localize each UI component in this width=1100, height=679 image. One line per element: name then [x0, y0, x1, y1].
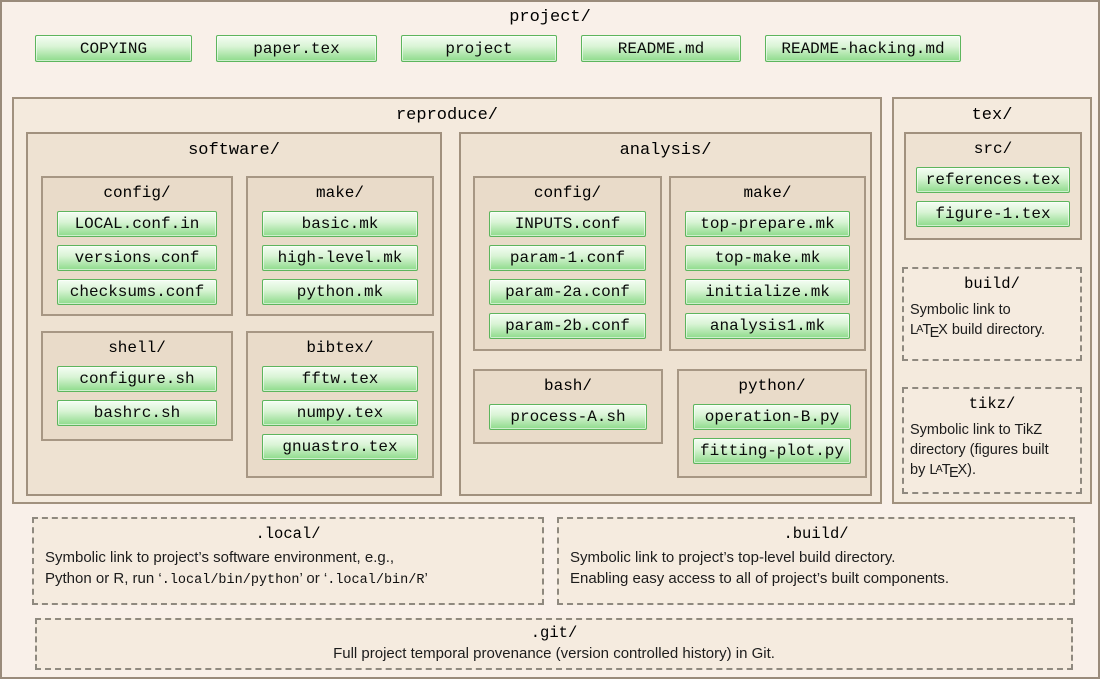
dir-software-shell: shell/ configure.sh bashrc.sh — [41, 331, 233, 441]
file-box: fitting-plot.py — [693, 438, 851, 464]
tex-box: tex/ src/ references.tex figure-1.tex bui… — [892, 97, 1092, 504]
latex-logo: LATEX — [929, 462, 968, 482]
analysis-title: analysis/ — [619, 141, 712, 160]
dir-software-config: config/ LOCAL.conf.in versions.conf checks… — [41, 176, 233, 316]
software-title: software/ — [188, 141, 280, 160]
note-line: by LATEX). — [910, 462, 977, 482]
file-box: param-2b.conf — [489, 313, 646, 339]
tikz-box: tikz/ Symbolic link to TikZ directory (fi… — [902, 387, 1082, 494]
note-line: Python or R, run ‘.local/bin/python’ or … — [45, 569, 428, 588]
dir-title: make/ — [315, 184, 364, 202]
file-box: gnuastro.tex — [262, 434, 418, 460]
note-line: Symbolic link to — [910, 302, 1011, 318]
note-line: Symbolic link to TikZ — [910, 422, 1043, 438]
build-link-box: .build/ Symbolic link to project’s top-l… — [557, 517, 1075, 605]
note-line: Symbolic link to project’s top-level bui… — [570, 549, 896, 566]
file-box: process-A.sh — [489, 404, 647, 430]
dir-title: make/ — [743, 184, 792, 202]
file-list: fftw.tex numpy.tex gnuastro.tex — [248, 366, 432, 460]
analysis-box: analysis/ config/ INPUTS.conf param-1.con… — [459, 132, 872, 496]
file-box: param-1.conf — [489, 245, 646, 271]
note-title: .local/ — [255, 525, 321, 543]
tex-build-box: build/ Symbolic link to LATEX build direc… — [902, 267, 1082, 361]
page-title: project/ — [509, 8, 591, 27]
code-path: .local/bin/python — [161, 572, 300, 588]
note-body: Full project temporal provenance (versio… — [37, 644, 1071, 665]
note-line: LATEX build directory. — [910, 322, 1046, 342]
dir-title: python/ — [738, 377, 806, 395]
file-box: configure.sh — [57, 366, 217, 392]
note-body: Symbolic link to project’s top-level bui… — [559, 548, 1073, 589]
dir-title: src/ — [973, 140, 1013, 158]
file-box: param-2a.conf — [489, 279, 646, 305]
file-box: versions.conf — [57, 245, 217, 271]
note-body: Symbolic link to TikZ directory (figures … — [904, 418, 1080, 483]
code-path: .local/bin/R — [327, 572, 425, 588]
dir-analysis-config: config/ INPUTS.conf param-1.conf param-2a.… — [473, 176, 662, 351]
dir-title: bibtex/ — [306, 339, 374, 357]
dir-title: config/ — [103, 184, 171, 202]
dir-analysis-python: python/ operation-B.py fitting-plot.py — [677, 369, 867, 478]
note-line: directory (figures built — [910, 442, 1049, 458]
file-box: high-level.mk — [262, 245, 418, 271]
file-box: python.mk — [262, 279, 418, 305]
file-box: README-hacking.md — [765, 35, 961, 62]
dir-analysis-make: make/ top-prepare.mk top-make.mk initializ… — [669, 176, 866, 351]
file-box: basic.mk — [262, 211, 418, 237]
file-box: LOCAL.conf.in — [57, 211, 217, 237]
file-box: figure-1.tex — [916, 201, 1070, 227]
file-box: initialize.mk — [685, 279, 850, 305]
file-box: project — [401, 35, 557, 62]
reproduce-box: reproduce/ software/ config/ LOCAL.conf.… — [12, 97, 882, 504]
file-list: LOCAL.conf.in versions.conf checksums.conf — [43, 211, 231, 305]
file-box: analysis1.mk — [685, 313, 850, 339]
file-box: top-prepare.mk — [685, 211, 850, 237]
file-box: references.tex — [916, 167, 1070, 193]
note-line: Symbolic link to project’s software envi… — [45, 549, 395, 566]
file-list: process-A.sh — [475, 404, 661, 430]
file-list: operation-B.py fitting-plot.py — [679, 404, 865, 464]
note-title: .build/ — [783, 525, 849, 543]
file-list: top-prepare.mk top-make.mk initialize.mk an… — [671, 211, 864, 339]
file-box: COPYING — [35, 35, 192, 62]
dir-title: bash/ — [543, 377, 592, 395]
note-title: build/ — [964, 275, 1020, 293]
note-line: Full project temporal provenance (versio… — [333, 645, 775, 662]
git-box: .git/ Full project temporal provenance (… — [35, 618, 1073, 670]
file-box: INPUTS.conf — [489, 211, 646, 237]
tex-title: tex/ — [971, 106, 1013, 125]
dir-software-bibtex: bibtex/ fftw.tex numpy.tex gnuastro.tex — [246, 331, 434, 478]
dir-analysis-bash: bash/ process-A.sh — [473, 369, 663, 444]
file-box: checksums.conf — [57, 279, 217, 305]
dir-title: config/ — [533, 184, 602, 202]
note-line: Enabling easy access to all of project’s… — [570, 569, 950, 587]
file-box: bashrc.sh — [57, 400, 217, 426]
dir-software-make: make/ basic.mk high-level.mk python.mk — [246, 176, 434, 316]
file-box: fftw.tex — [262, 366, 418, 392]
reproduce-title: reproduce/ — [395, 106, 499, 125]
local-link-box: .local/ Symbolic link to project’s softw… — [32, 517, 544, 605]
file-box: top-make.mk — [685, 245, 850, 271]
src-box: src/ references.tex figure-1.tex — [904, 132, 1082, 240]
note-body: Symbolic link to LATEX build directory. — [904, 298, 1080, 343]
file-box: paper.tex — [216, 35, 377, 62]
file-list: references.tex figure-1.tex — [906, 167, 1080, 227]
dir-title: shell/ — [108, 339, 166, 357]
root-files-row: COPYING paper.tex project README.md README-h… — [35, 35, 961, 62]
note-title: tikz/ — [968, 395, 1016, 413]
note-title: .git/ — [530, 624, 578, 642]
file-box: README.md — [581, 35, 741, 62]
file-list: basic.mk high-level.mk python.mk — [248, 211, 432, 305]
latex-logo: LATEX — [910, 322, 948, 342]
note-body: Symbolic link to project’s software envi… — [34, 548, 542, 590]
software-box: software/ config/ LOCAL.conf.in versions.… — [26, 132, 442, 496]
file-list: INPUTS.conf param-1.conf param-2a.conf para… — [475, 211, 660, 339]
file-list: configure.sh bashrc.sh — [43, 366, 231, 426]
file-box: numpy.tex — [262, 400, 418, 426]
file-box: operation-B.py — [693, 404, 851, 430]
